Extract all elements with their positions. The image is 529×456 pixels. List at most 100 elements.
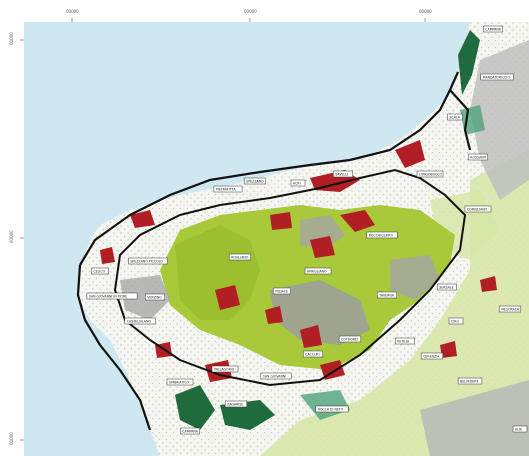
place-label: ACRI [290, 179, 306, 187]
place-label-text: CORIGLIANO [467, 208, 488, 212]
place-label: ALBI [512, 425, 528, 433]
place-label-box [260, 372, 292, 380]
place-label: ROGLIANO [228, 253, 252, 261]
place-label-box [228, 253, 252, 261]
place-label-text: MESORACA [501, 308, 520, 312]
grey-upland-south [420, 380, 529, 456]
place-label-text: ROCCA DI NETO [318, 408, 344, 412]
place-label-text: UMBRIATICO [169, 381, 189, 385]
grey-zone-3 [390, 255, 440, 300]
place-label-text: TAVERNA [378, 294, 394, 298]
place-label-box [128, 257, 168, 265]
place-label: SCALA [447, 113, 463, 121]
park-inner-boundary [113, 168, 467, 387]
place-label-box [468, 153, 488, 161]
place-label-text: SERSALE [439, 286, 453, 290]
place-label-box [366, 231, 398, 239]
place-label: PIETRAFITTA [213, 185, 243, 193]
bright-green-core [175, 225, 260, 320]
place-label-text: ACRI [293, 182, 301, 186]
place-label: SPEZZANO [243, 177, 267, 185]
place-label-text: CERENZIA [423, 355, 440, 359]
left-tick-label-3: 00000 [9, 432, 14, 445]
top-tick-label-1: 00000 [66, 9, 79, 14]
place-label-box [86, 292, 138, 300]
place-label-text: ZAGARISE [227, 403, 243, 407]
place-label-box [437, 283, 457, 291]
place-label-text: SPEZZANO PICCOLO [130, 260, 163, 264]
place-label-text: PALLAGORIO [214, 368, 235, 372]
place-label-text: SAVELLI [335, 173, 348, 177]
place-label-box [315, 405, 349, 413]
place-label-text: CASTELSILANO [127, 320, 152, 324]
place-label-text: CAMPANA [485, 28, 501, 32]
dark-green-south-2 [220, 400, 275, 430]
grey-zone-4 [120, 275, 170, 320]
place-label-text: CACCURI [305, 353, 319, 357]
place-label-text: CELICO [93, 270, 105, 274]
place-label: SAN GIOVANNI [260, 372, 292, 380]
place-label-box [512, 425, 528, 433]
place-label-text: SCALA [450, 116, 461, 120]
place-label-box [420, 352, 444, 360]
place-label-box [211, 365, 239, 373]
place-label-box [377, 291, 397, 299]
grey-zone-1 [270, 280, 370, 345]
place-label-text: VERZINO [147, 296, 162, 300]
place-label: UMBRIATICO [166, 378, 194, 386]
top-tick-label-3: 00000 [419, 9, 432, 14]
place-label: SAN GIOVANNI IN FIORE [86, 292, 138, 300]
place-label-text: ROGLIANO [231, 256, 248, 260]
park-outer-boundary [76, 71, 472, 431]
place-label-box [304, 267, 332, 275]
place-label: PEDACE [273, 287, 291, 295]
place-label-box [395, 337, 415, 345]
place-label-box [480, 73, 514, 81]
place-label-box [124, 317, 156, 325]
place-label-text: PEDACE [275, 290, 288, 294]
place-label: BOCCHIGLIERO [366, 231, 398, 239]
place-label: CELICO [91, 267, 109, 275]
place-label-box [166, 378, 194, 386]
place-label: SERSALE [437, 283, 457, 291]
place-label-text: BOCCHIGLIERO [369, 234, 394, 238]
place-label-box [447, 113, 463, 121]
place-label-box [243, 177, 267, 185]
place-label-box [213, 185, 243, 193]
place-label-text: CAMPANA [182, 430, 198, 434]
top-tick-label-2: 00000 [244, 9, 257, 14]
place-label: TAVERNA [377, 291, 397, 299]
place-label-text: SAN GIOVANNI [263, 375, 286, 379]
place-label: CAMPANA [483, 25, 503, 33]
place-label-text: ALBI [515, 428, 522, 432]
place-label-box [180, 427, 200, 435]
place-label-box [224, 400, 248, 408]
place-label-box [145, 293, 165, 301]
dark-green-strip-north [458, 30, 480, 95]
frame-ticks [20, 18, 426, 441]
place-label-box [273, 287, 291, 295]
place-label: VERZINO [145, 293, 165, 301]
place-label-text: PIETRAFITTA [216, 188, 236, 192]
place-label: CIRO [448, 317, 464, 325]
place-label-text: PETILIA [397, 340, 410, 344]
place-label: SAVELLI [333, 170, 353, 178]
place-label: BELVEDERE [457, 377, 483, 385]
place-label: SPEZZANO PICCOLO [128, 257, 168, 265]
place-labels: CAMPANAMANDATORICCIOSCALAROSSANOCORIGLIA… [86, 25, 528, 435]
place-label-text: CIRO [451, 320, 459, 324]
place-label-text: SAN GIOVANNI IN FIORE [89, 295, 127, 299]
place-label: CORIGLIANO [464, 205, 492, 213]
teal-zone [300, 390, 350, 420]
left-tick-label-1: 00000 [9, 32, 14, 45]
place-label: APRIGLIANO [304, 267, 332, 275]
place-label-text: SPEZZANO [246, 180, 264, 184]
place-label-box [91, 267, 109, 275]
place-label: PALLAGORIO [211, 365, 239, 373]
left-tick-label-2: 00000 [9, 230, 14, 243]
place-label-box [338, 335, 362, 343]
place-label: PETILIA [395, 337, 415, 345]
place-label: CASTELSILANO [124, 317, 156, 325]
place-label: MESORACA [498, 305, 522, 313]
